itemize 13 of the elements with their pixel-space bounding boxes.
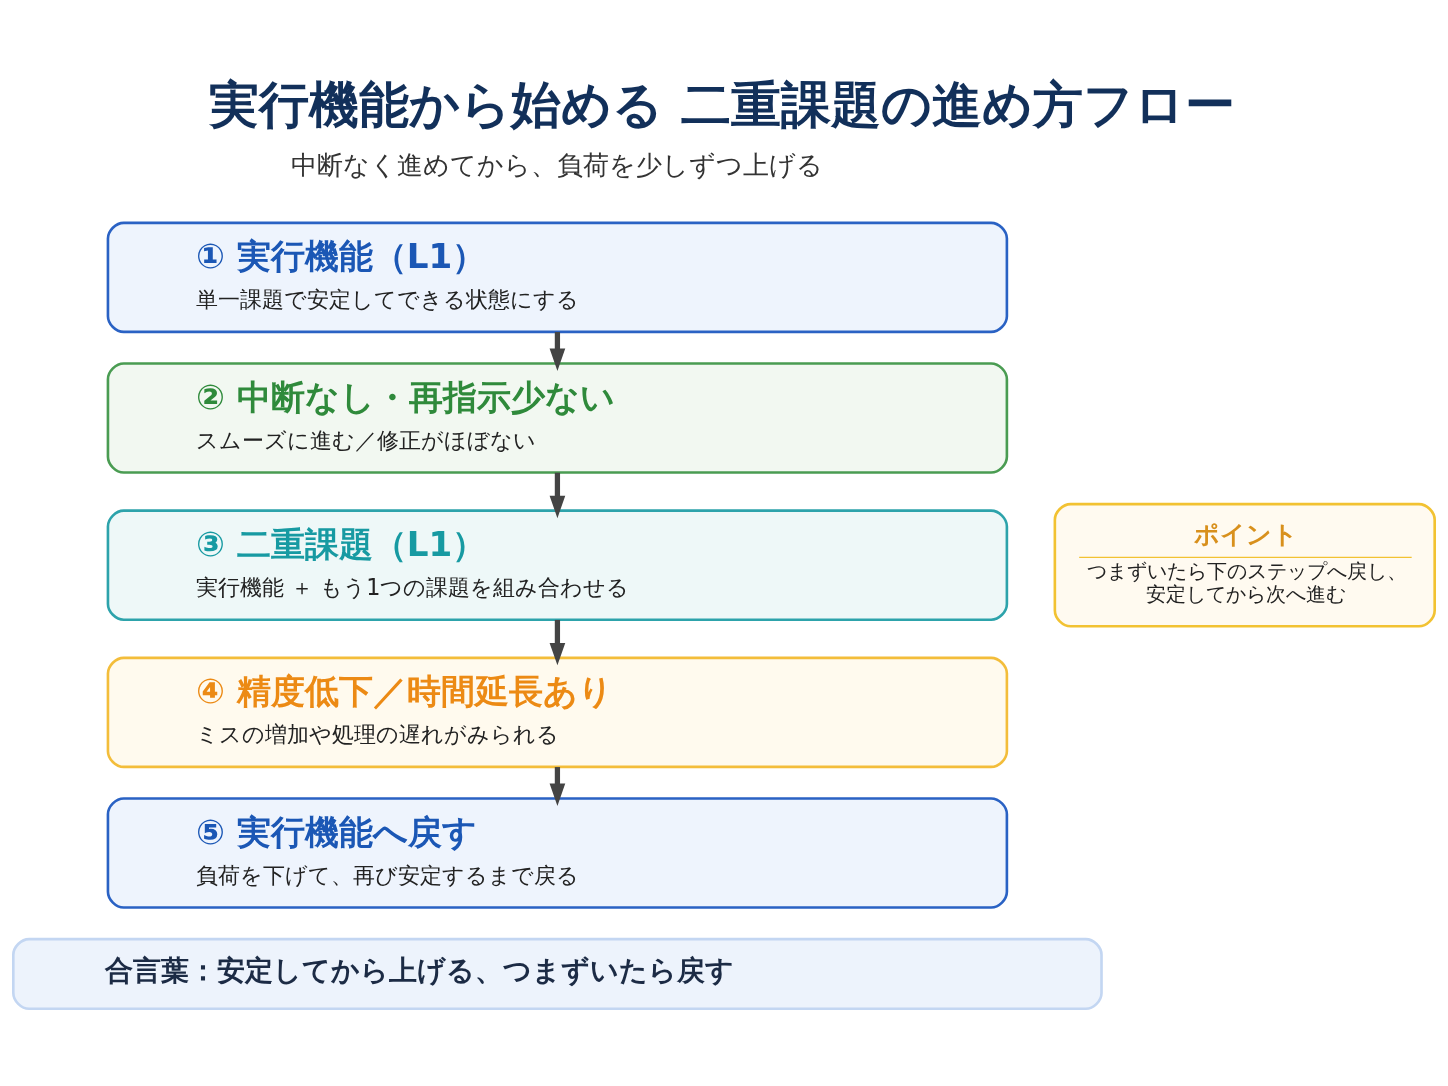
arrow bbox=[549, 766, 566, 806]
node-box: ⑤ 実行機能へ戻す 負荷を下げて、再び安定するまで戻る bbox=[106, 796, 1009, 909]
arrow bbox=[549, 472, 566, 518]
node-box: 合言葉：安定してから上げる、つまずいたら戻す bbox=[12, 937, 1103, 1010]
node-box: ポイント つまずいたら下のステップへ戻し、安定してから次へ進む bbox=[1053, 502, 1436, 628]
node-box: ④ 精度低下／時間延長あり ミスの増加や処理の遅れがみられる bbox=[106, 656, 1009, 768]
label: 中断なく進めてから、負荷を少しずつ上げる bbox=[290, 149, 823, 180]
node-box: ① 実行機能（L1） 単一課題で安定してできる状態にする bbox=[106, 221, 1009, 333]
arrow bbox=[549, 331, 566, 371]
node-box: ③ 二重課題（L1） 実行機能 ＋ もう1つの課題を組み合わせる bbox=[106, 508, 1009, 621]
diagram-title: 実行機能から始める 二重課題の進め方フロー bbox=[209, 75, 1235, 134]
node-box: ② 中断なし・再指示少ない スムーズに進む／修正がほぼない bbox=[106, 361, 1009, 474]
arrow bbox=[549, 619, 566, 665]
